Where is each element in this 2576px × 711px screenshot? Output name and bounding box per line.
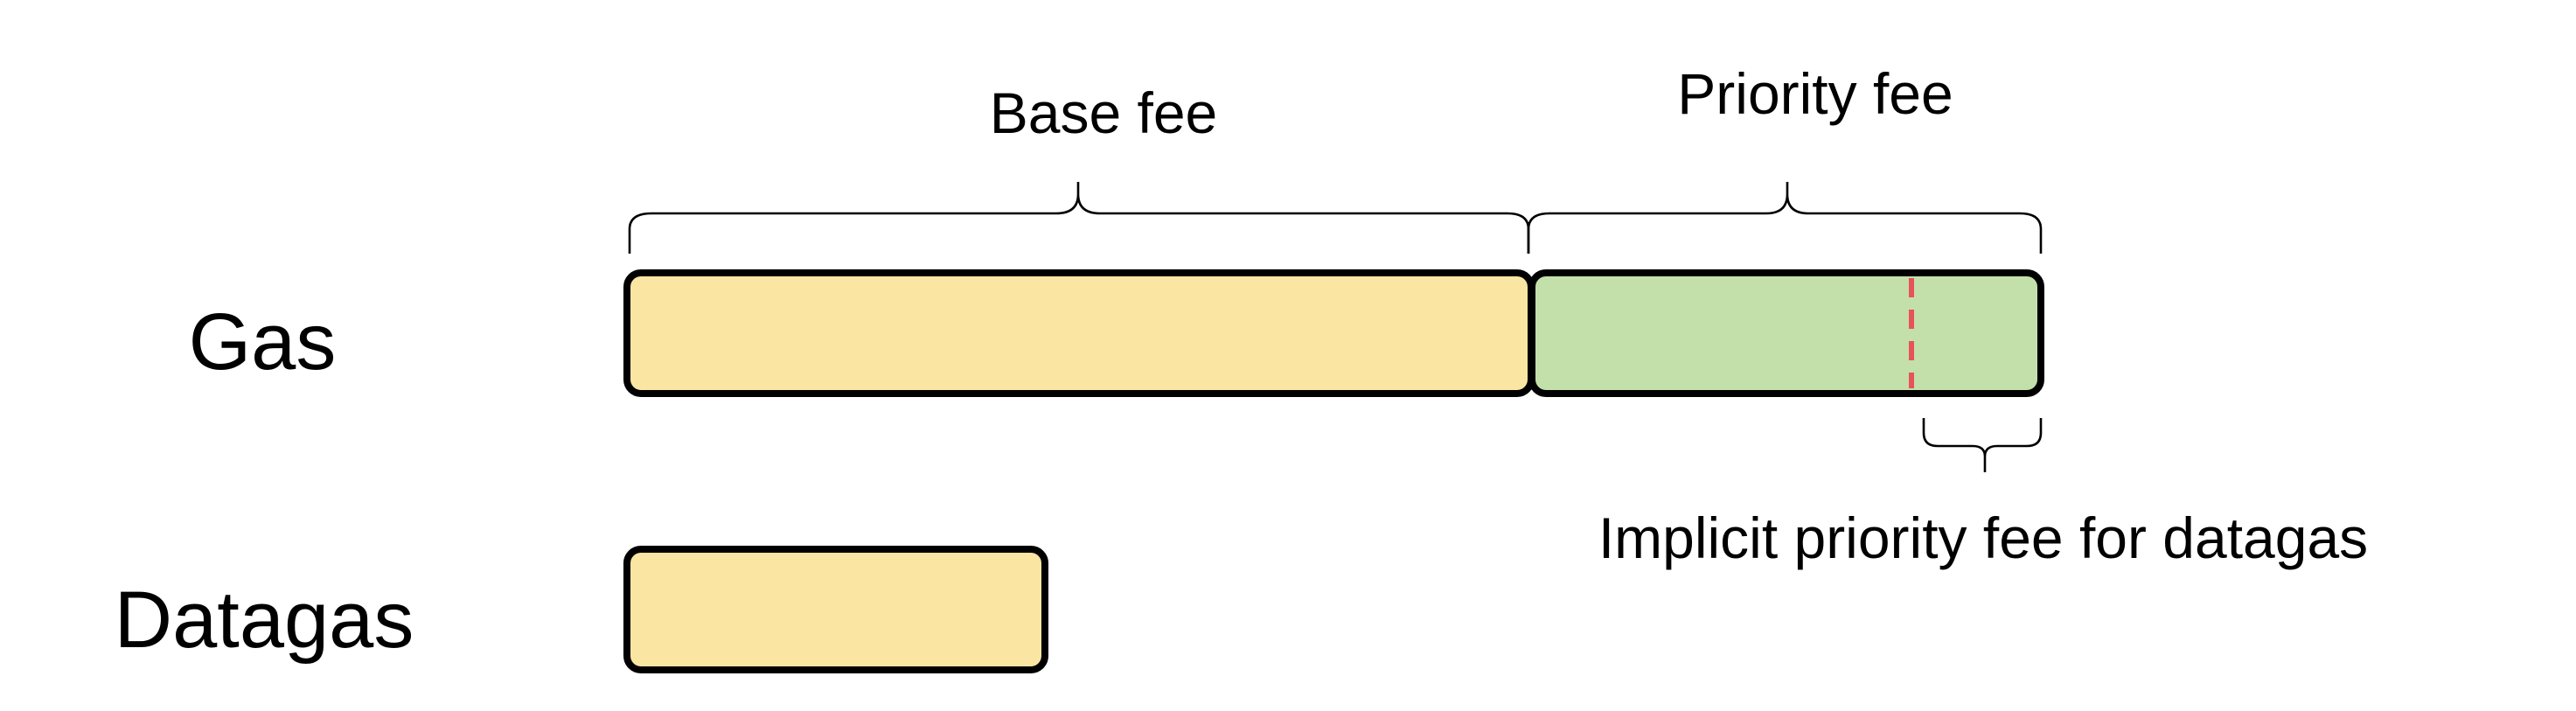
implicit-priority-brace — [1922, 418, 2043, 472]
implicit-priority-fee-label: Implicit priority fee for datagas — [1598, 505, 2368, 570]
gas-priority-fee-bar — [1528, 269, 2044, 397]
datagas-base-fee-bar — [623, 546, 1048, 673]
base-fee-label: Base fee — [990, 80, 1218, 145]
priority-fee-label: Priority fee — [1677, 61, 1953, 126]
priority-fee-brace — [1527, 182, 2043, 254]
gas-base-fee-bar — [623, 269, 1535, 397]
base-fee-brace — [628, 182, 1530, 254]
gas-row-label: Gas — [189, 297, 337, 387]
datagas-row-label: Datagas — [115, 575, 414, 665]
